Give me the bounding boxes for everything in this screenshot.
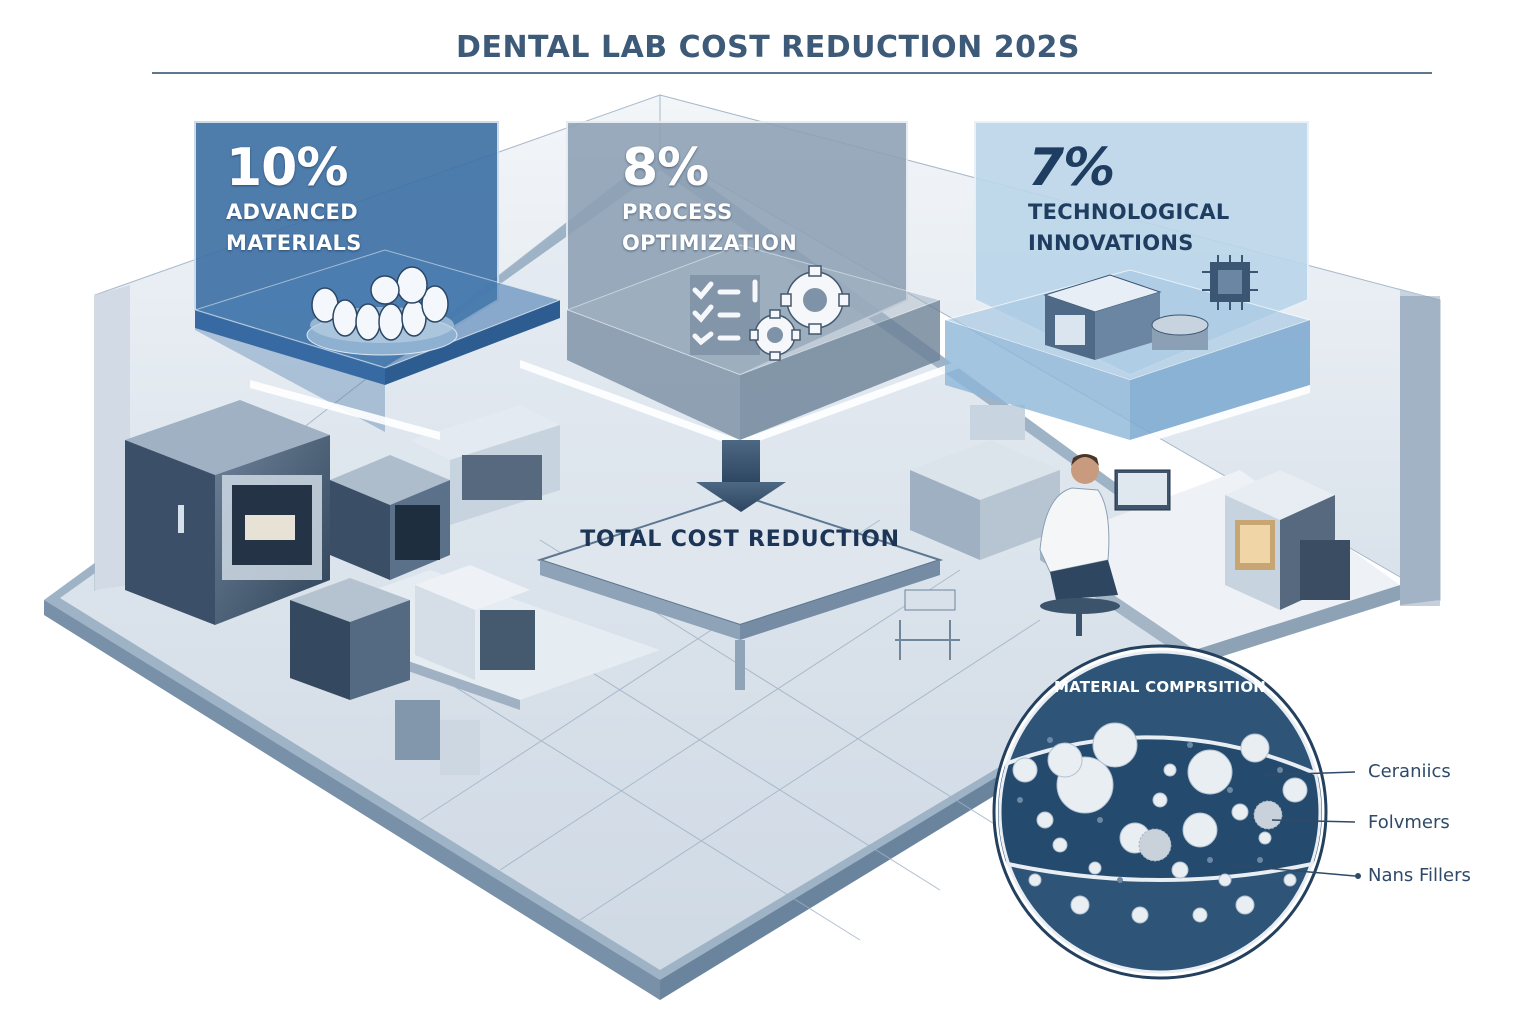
checklist-gears-icon (690, 265, 850, 361)
panel-advanced-materials: 10% ADVANCED MATERIALS (226, 138, 362, 256)
scanner-machine (330, 455, 450, 580)
material-composition-title: MATERIAL COMPRSITION (1053, 678, 1267, 696)
process-optimization-percent: 8% (622, 138, 709, 198)
total-cost-reduction-label: TOTAL COST REDUCTION (580, 527, 900, 552)
dental-crown-icon (306, 266, 458, 356)
technological-innovations-label-2: INNOVATIONS (1028, 231, 1194, 256)
front-bench (290, 565, 660, 775)
process-optimization-label-2: OPTIMIZATION (622, 231, 798, 256)
advanced-materials-label-2: MATERIALS (226, 231, 362, 256)
legend-polymers: Folvmers (1368, 812, 1450, 833)
down-arrow-icon (696, 440, 786, 512)
center-platform (536, 493, 944, 690)
panel-process-optimization: 8% PROCESS OPTIMIZATION (622, 138, 798, 256)
material-composition-inset (992, 644, 1361, 980)
milling-machine-chip-icon (1043, 255, 1258, 360)
technological-innovations-percent: 7% (1028, 138, 1115, 198)
legend-nano-fillers: Nans Fillers (1368, 865, 1471, 886)
advanced-materials-label-1: ADVANCED (226, 200, 358, 225)
milling-machine-left (125, 400, 330, 625)
technician-figure (1039, 454, 1120, 636)
printer-bench (410, 405, 560, 525)
advanced-materials-percent: 10% (226, 138, 348, 198)
lab-cart (895, 589, 960, 660)
title-divider (152, 72, 1432, 74)
right-workstation (910, 405, 1400, 665)
page-title: DENTAL LAB COST REDUCTION 202S (456, 30, 1080, 65)
process-optimization-label-1: PROCESS (622, 200, 733, 225)
panel-technological-innovations: 7% TECHNOLOGICAL INNOVATIONS (1028, 138, 1230, 256)
technological-innovations-label-1: TECHNOLOGICAL (1028, 200, 1230, 225)
legend-ceramics: Ceraniics (1368, 761, 1451, 782)
